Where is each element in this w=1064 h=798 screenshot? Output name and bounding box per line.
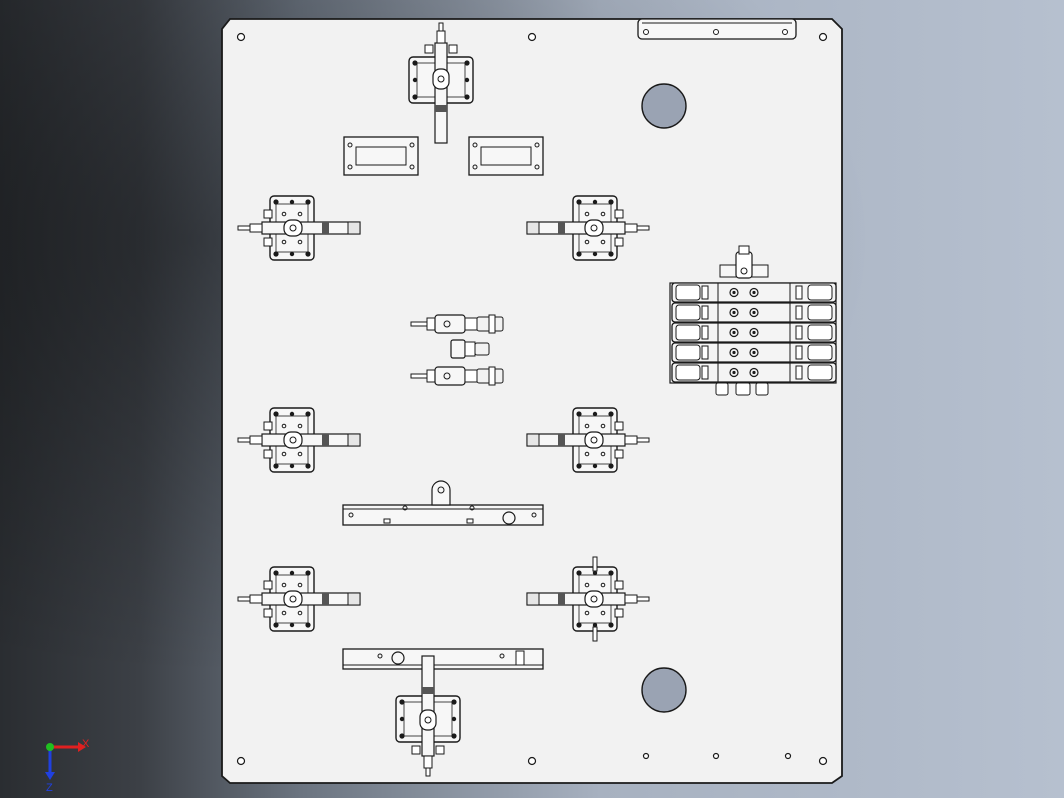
manifold-top-fitting	[719, 245, 769, 279]
bottom-locating-bar[interactable]	[342, 648, 544, 670]
coordinate-triad: X Z	[45, 738, 90, 794]
triad-x-label: X	[82, 738, 90, 750]
locator-block-right[interactable]	[468, 136, 544, 176]
top-right-bracket[interactable]	[637, 18, 797, 40]
triad-z-label: Z	[46, 782, 53, 794]
locator-block-left[interactable]	[343, 136, 419, 176]
toggle-clamp-right-3[interactable]	[527, 556, 649, 642]
base-plate[interactable]	[221, 18, 843, 784]
through-hole-bottom	[641, 667, 687, 713]
through-hole-top	[641, 83, 687, 129]
middle-locating-bar[interactable]	[342, 480, 544, 526]
manifold-bottom-fittings	[715, 382, 769, 396]
plate-mounting-holes	[236, 32, 828, 766]
pneumatic-fitting-middle[interactable]	[450, 339, 490, 359]
solenoid-valve-manifold[interactable]	[669, 245, 837, 396]
